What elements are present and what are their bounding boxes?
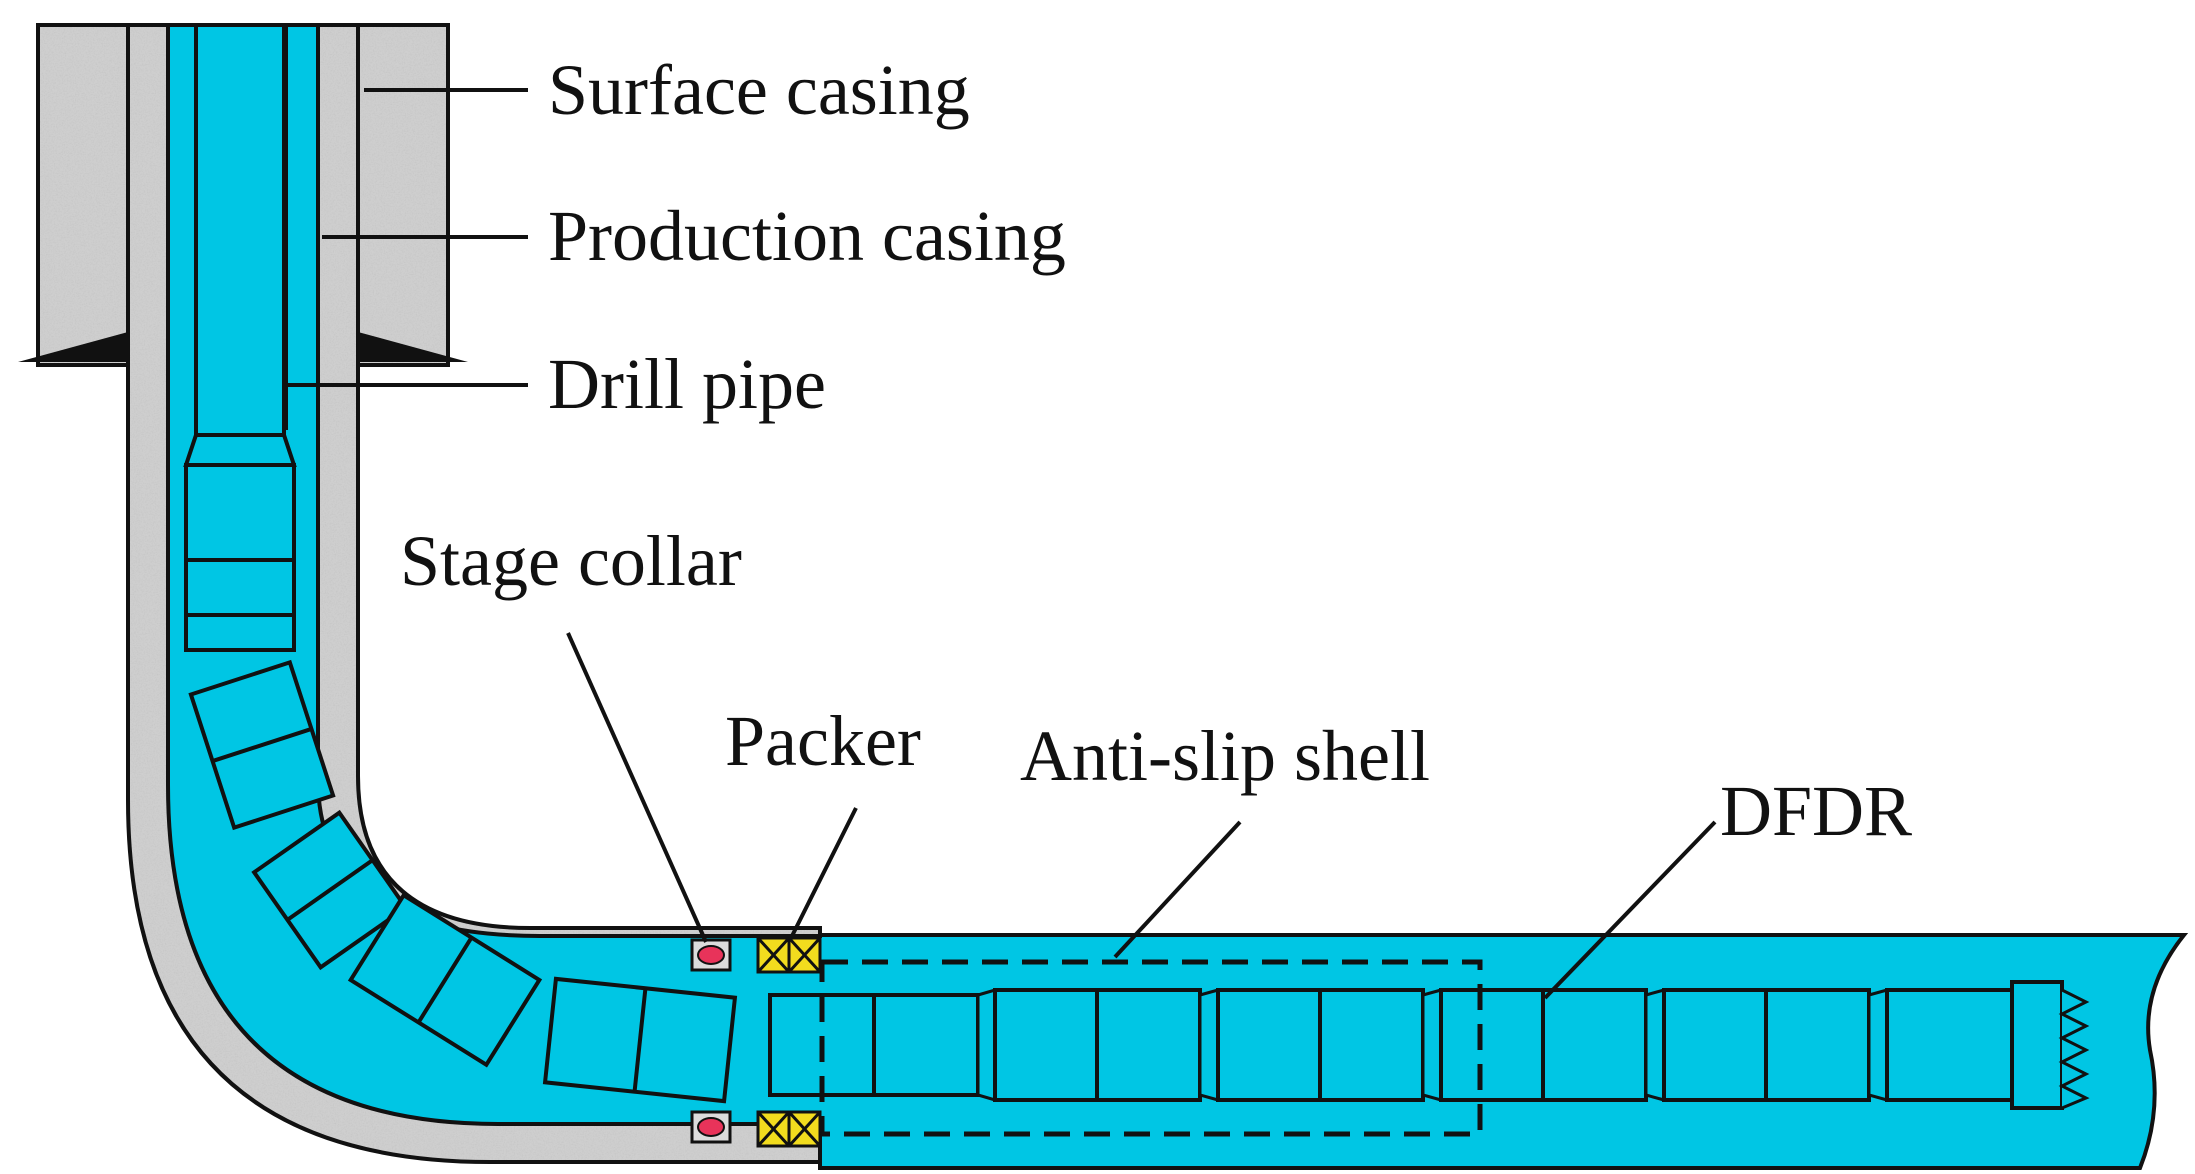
dfdr-joint-1 xyxy=(976,987,997,1103)
dfdr-joint-2 xyxy=(1198,988,1220,1102)
label-surface-casing: Surface casing xyxy=(548,50,970,130)
dfdr-drill-bit xyxy=(2010,980,2064,1110)
pipe-taper-joint xyxy=(183,433,297,467)
dfdr-joint-3 xyxy=(1421,988,1443,1102)
robot-segment-curve-3 xyxy=(347,892,543,1068)
robot-segment-curve-1 xyxy=(188,659,336,831)
label-anti-slip-shell: Anti-slip shell xyxy=(1020,716,1430,796)
anti-slip-shell xyxy=(819,959,1483,1137)
surface-casing-shoe-right xyxy=(358,332,468,362)
stage-collar-upper xyxy=(690,938,732,972)
leader-packer xyxy=(788,807,858,941)
dfdr-robot xyxy=(768,980,2090,1110)
label-production-casing: Production casing xyxy=(548,196,1066,276)
robot-segment-v2 xyxy=(184,558,296,652)
label-packer: Packer xyxy=(725,701,921,781)
dfdr-joint-4 xyxy=(1644,988,1666,1102)
packer-lower xyxy=(756,1110,822,1148)
label-drill-pipe: Drill pipe xyxy=(548,344,826,424)
stage-collar-lower xyxy=(690,1110,732,1144)
leader-anti-slip-shell xyxy=(1113,820,1242,959)
leader-dfdr xyxy=(1543,820,1717,1000)
leader-stage-collar xyxy=(566,632,708,943)
packer-upper xyxy=(756,936,822,974)
surface-casing-shoe-left xyxy=(18,332,128,362)
drill-pipe xyxy=(194,23,286,437)
dfdr-joint-5 xyxy=(1867,988,1889,1102)
robot-segment-curve-4 xyxy=(542,976,738,1104)
label-stage-collar: Stage collar xyxy=(400,521,742,601)
robot-segment-v1 xyxy=(184,463,296,562)
robot-segment-curve-2 xyxy=(251,809,409,971)
dfdr-bit-teeth xyxy=(2058,988,2090,1110)
dfdr-module-6 xyxy=(1885,988,2014,1102)
label-dfdr: DFDR xyxy=(1720,771,1912,851)
